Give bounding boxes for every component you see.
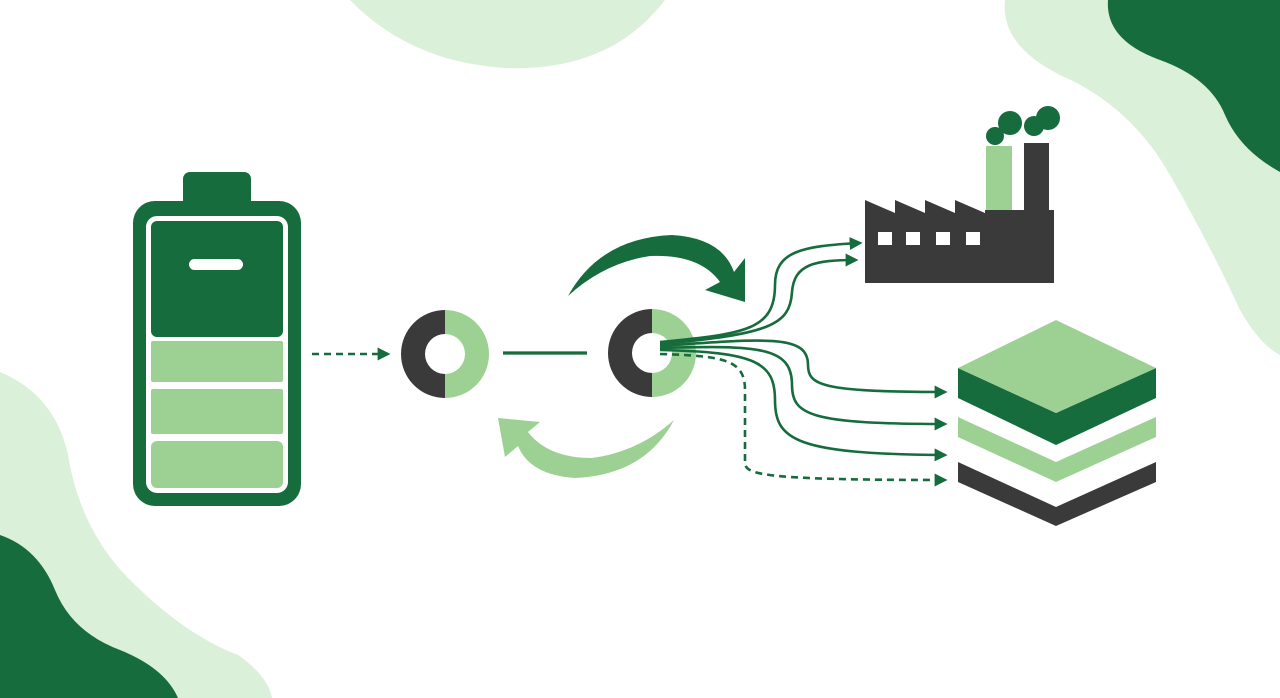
stacked-layers-icon <box>958 320 1156 526</box>
layer-top-face <box>958 320 1156 413</box>
cycle-arrow-top <box>568 235 745 302</box>
cycle-arrow-bottom <box>498 418 674 478</box>
top-right-dark-blob <box>1107 0 1280 172</box>
smoke-puff <box>1036 106 1060 130</box>
layer-top-side <box>958 368 1156 445</box>
bottom-left-dark-blob <box>0 535 178 698</box>
battery-icon <box>133 172 301 506</box>
ring-right-light-half <box>652 309 696 397</box>
factory-window <box>878 232 892 245</box>
ring-left-dark-half <box>401 310 445 398</box>
battery-charge-indicator <box>189 259 243 270</box>
factory-chimney-tall <box>1024 143 1049 223</box>
flow-to-factory-upper <box>659 237 863 344</box>
battery-segment-2 <box>151 341 283 382</box>
flow-to-factory-lower <box>659 253 859 346</box>
factory-chimney-short <box>986 146 1012 216</box>
factory-building <box>865 200 1054 283</box>
battery-segment-charged <box>151 221 283 337</box>
output-flows <box>659 237 948 487</box>
flow-to-layers-middle <box>659 345 948 431</box>
smoke-puff <box>998 111 1022 135</box>
battery-segment-3 <box>151 389 283 434</box>
circular-arrows-icon <box>498 235 745 478</box>
flow-to-layers-dashed <box>659 352 948 487</box>
ring-right-dark-half <box>608 309 652 397</box>
flow-to-layers-lower <box>659 348 948 462</box>
ring-left-light-half <box>445 310 489 398</box>
battery-terminal <box>183 172 251 208</box>
factory-window <box>936 232 950 245</box>
flow-to-layers-top <box>659 339 948 399</box>
factory-window <box>966 232 980 245</box>
ring-icon-right <box>608 309 696 397</box>
ring-icon-left <box>401 310 489 398</box>
factory-window <box>906 232 920 245</box>
top-blob <box>350 0 665 69</box>
smoke-puff <box>986 127 1004 145</box>
battery-segment-4 <box>151 441 283 488</box>
factory-icon <box>865 106 1060 283</box>
